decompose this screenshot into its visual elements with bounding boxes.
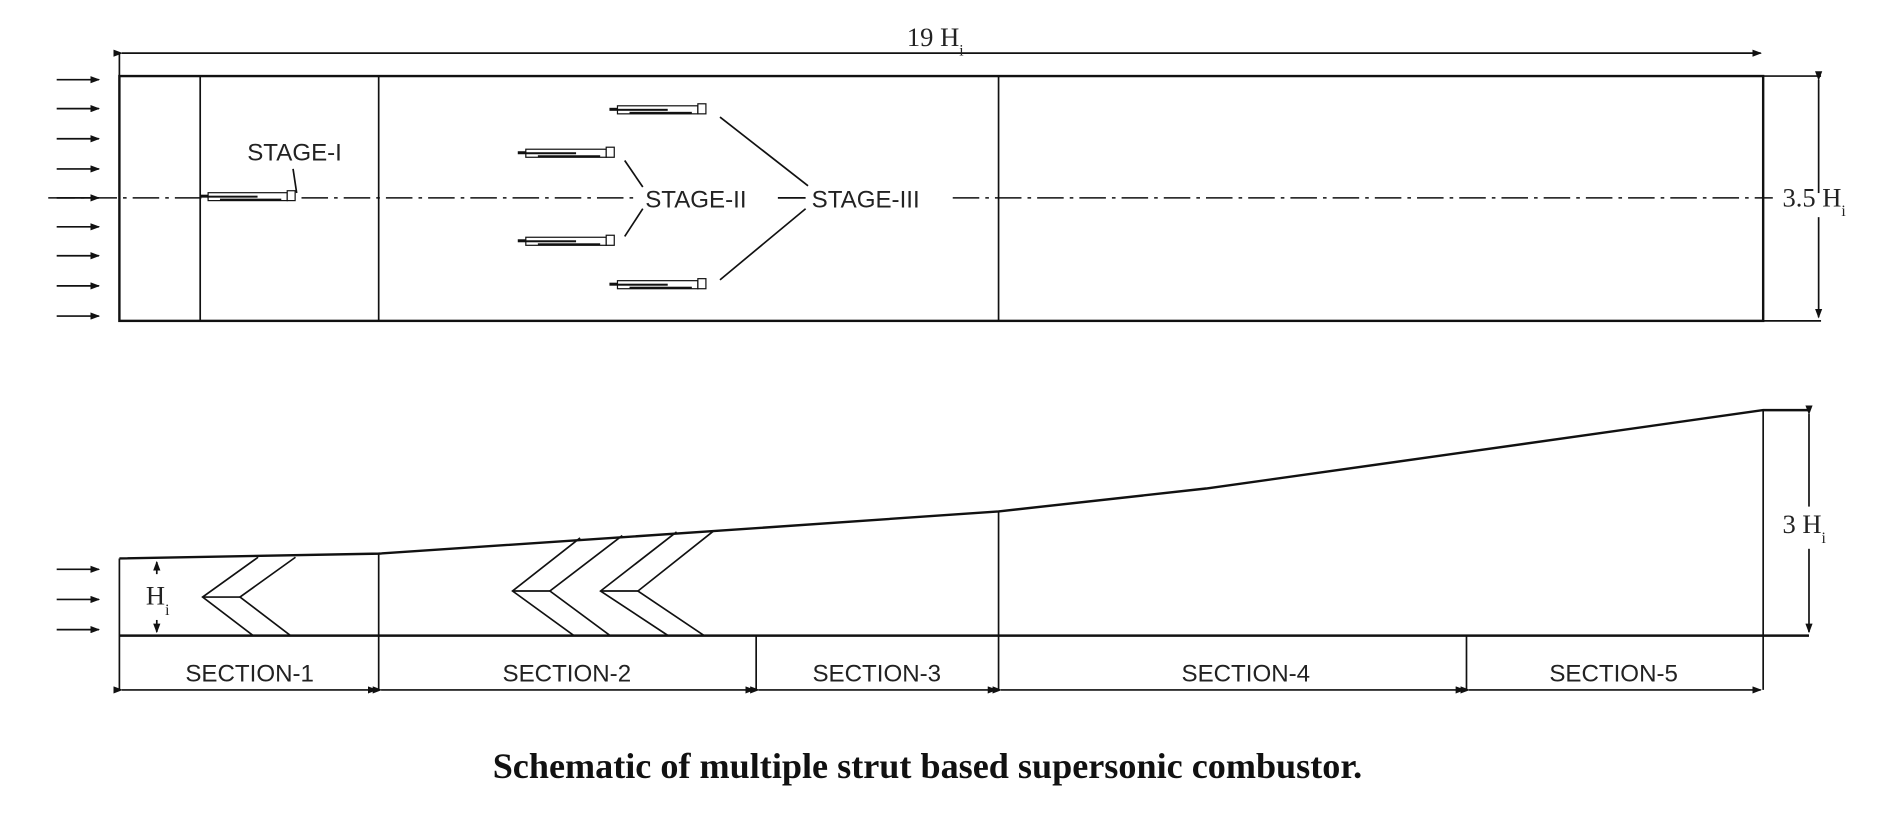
- stage-3-label: STAGE-III: [812, 187, 920, 214]
- section-1-label: SECTION-1: [185, 660, 314, 687]
- section-4-label: SECTION-4: [1181, 660, 1310, 687]
- figure-caption: Schematic of multiple strut based supers…: [493, 746, 1362, 786]
- inlet-height-label: Hi: [146, 580, 170, 619]
- stage-2-label: STAGE-II: [645, 187, 746, 214]
- exit-height-label: 3 Hi: [1782, 509, 1826, 547]
- section-2-label: SECTION-2: [503, 660, 632, 687]
- stage-3-strut-lower: [608, 277, 707, 290]
- strut-chevrons: [201, 530, 715, 637]
- stage-2-strut-lower: [517, 234, 615, 246]
- stage-1-label: STAGE-I: [247, 139, 342, 166]
- section-5-label: SECTION-5: [1549, 660, 1678, 687]
- inlet-arrows: [56, 565, 101, 634]
- stage-1-strut: [199, 190, 296, 202]
- stage-2-strut-upper: [517, 146, 615, 158]
- height-dimension-label: 3.5 Hi: [1782, 182, 1846, 220]
- inlet-arrows: [56, 76, 101, 320]
- stage-3-strut-upper: [608, 103, 707, 115]
- top-view: 19 Hi 3.5 Hi: [48, 22, 1846, 323]
- length-dimension-label: 19 Hi: [907, 22, 964, 60]
- section-3-label: SECTION-3: [812, 660, 941, 687]
- side-view: Hi 3 Hi SECTION-1 SECTION-2 SECTION-3 SE…: [56, 405, 1827, 694]
- upper-wall: [119, 408, 1809, 560]
